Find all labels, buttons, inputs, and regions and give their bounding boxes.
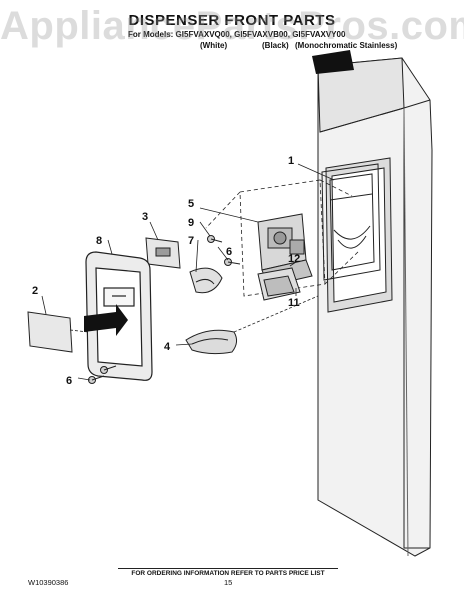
- corner-tab: [312, 50, 354, 74]
- callout-6-upper: 6: [226, 246, 232, 258]
- callout-9: 9: [188, 217, 194, 229]
- variant-white: (White): [200, 41, 228, 50]
- callout-5: 5: [188, 198, 194, 210]
- callout-leaders: [41, 163, 335, 381]
- variant-black: (Black): [262, 41, 289, 50]
- part-6-screw-upper: [224, 258, 241, 266]
- part-7-lever: [189, 267, 223, 294]
- callout-7: 7: [188, 235, 194, 247]
- callout-2: 2: [32, 285, 38, 297]
- variant-stainless: (Monochromatic Stainless): [295, 41, 398, 50]
- part-9-screw: [207, 235, 223, 243]
- callout-11: 11: [288, 297, 300, 309]
- callout-3: 3: [142, 211, 148, 223]
- document-number: W10390386: [28, 578, 69, 587]
- models-line: For Models: GI5FVAXVQ00, GI5FVAXVB00, GI…: [128, 30, 346, 39]
- page-number: 15: [224, 578, 233, 587]
- page-title: DISPENSER FRONT PARTS: [128, 12, 336, 29]
- callout-8: 8: [96, 235, 102, 247]
- part-1-housing-frame: [321, 163, 381, 281]
- ordering-info: FOR ORDERING INFORMATION REFER TO PARTS …: [118, 568, 338, 577]
- leader-panel: [69, 329, 89, 333]
- door-panel: [317, 57, 433, 557]
- assembly-outline: [205, 179, 361, 297]
- callout-12: 12: [288, 253, 300, 265]
- direction-arrow: [84, 304, 128, 336]
- part-6-screws-lower: [88, 365, 117, 384]
- part-2-label-panel: [27, 311, 73, 353]
- part-4-drip-tray: [185, 329, 238, 355]
- callout-4: 4: [164, 341, 171, 353]
- callout-1: 1: [288, 155, 294, 167]
- color-variants: (White) (Black) (Monochromatic Stainless): [200, 41, 397, 50]
- part-11-chute-door: [257, 267, 301, 301]
- callout-6-lower: 6: [66, 375, 72, 387]
- leader-tray: [233, 295, 319, 333]
- part-3-bracket: [145, 237, 181, 269]
